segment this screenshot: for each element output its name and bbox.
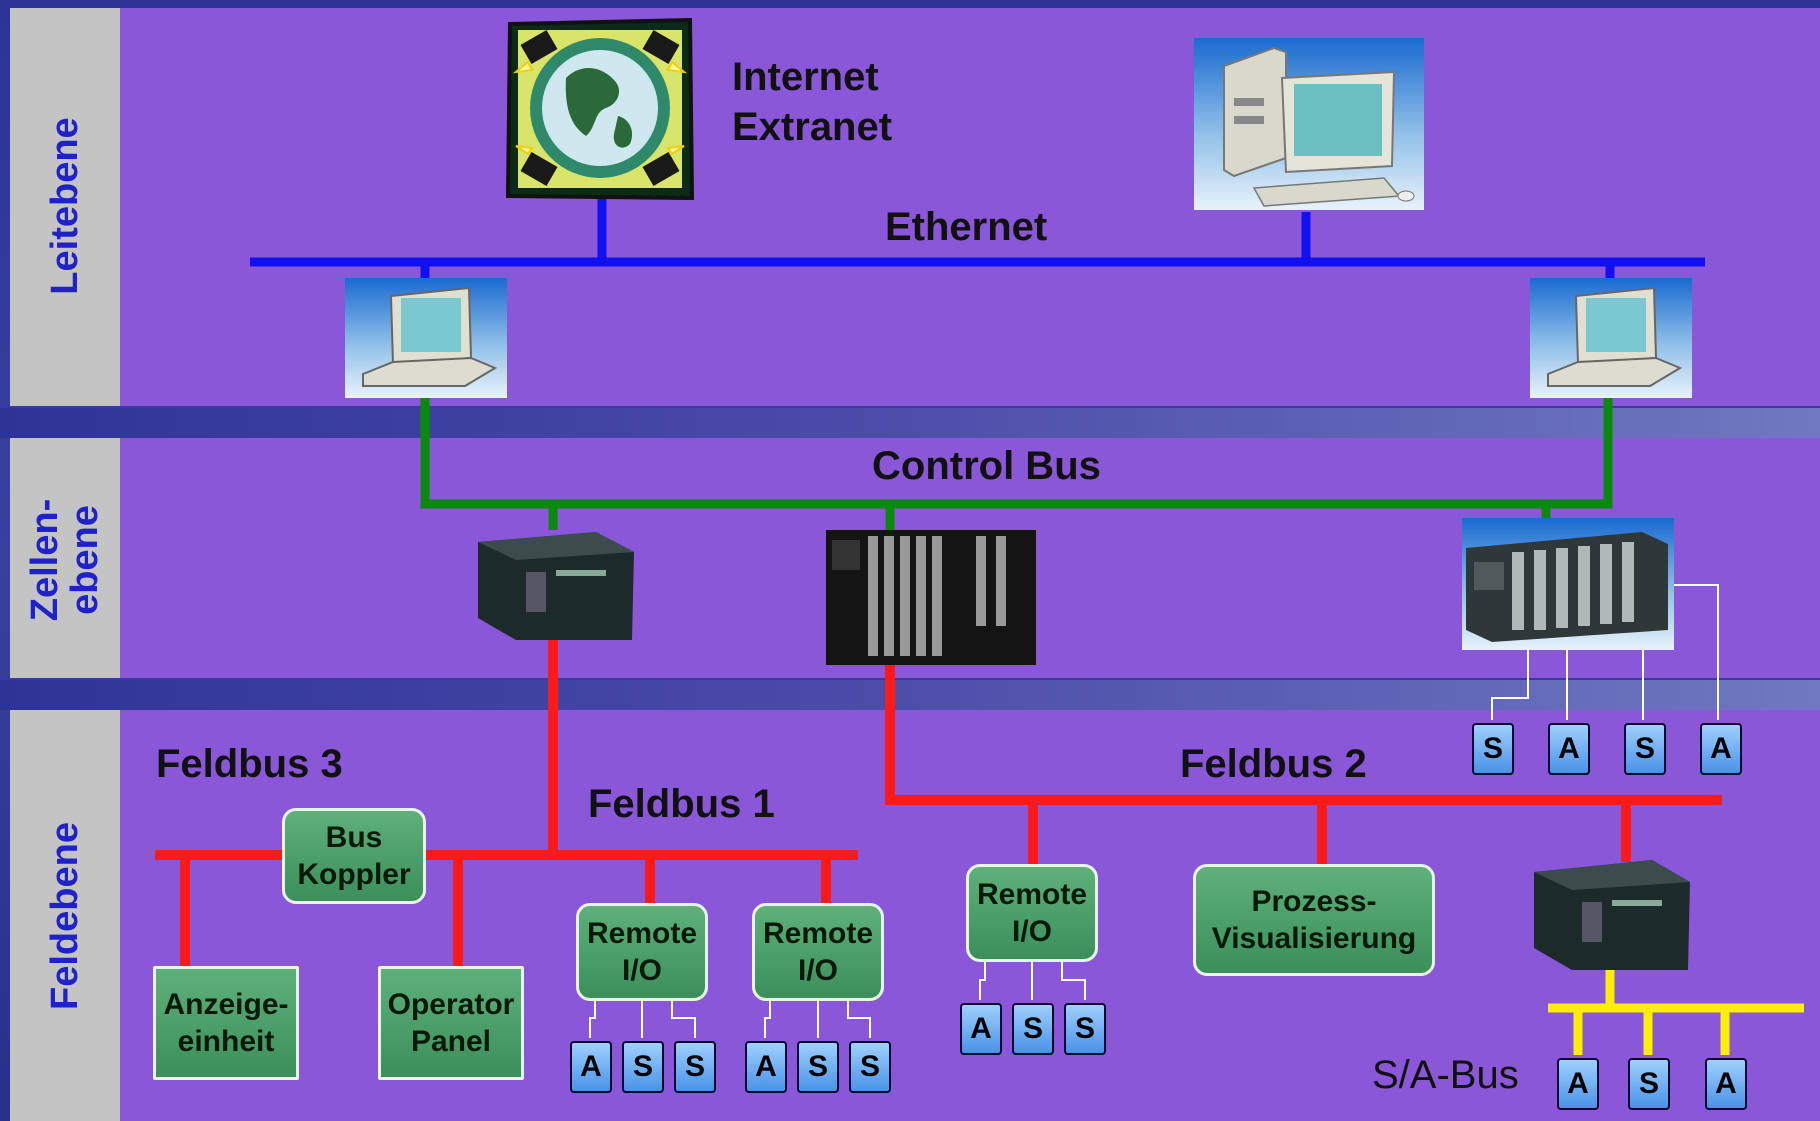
sa-box: S	[1012, 1003, 1054, 1055]
control-bus-line	[420, 398, 1613, 509]
plc-icon	[1532, 850, 1692, 972]
remote-io-box-3: Remote I/O	[966, 864, 1098, 962]
laptop-icon	[345, 278, 507, 398]
box-line: Panel	[410, 1025, 492, 1058]
operator-panel-box: Operator Panel	[378, 966, 524, 1080]
band-separator	[0, 680, 1820, 710]
laptop-icon	[1530, 278, 1692, 398]
sa-box: S	[1472, 723, 1514, 775]
sa-box: S	[797, 1041, 839, 1093]
sa-box: A	[1548, 723, 1590, 775]
feldbus-2-label: Feldbus 2	[1180, 742, 1367, 786]
sa-box: S	[1628, 1058, 1670, 1110]
sa-box: S	[622, 1041, 664, 1093]
box-line: Operator	[387, 988, 515, 1021]
desktop-computer-icon	[1194, 38, 1424, 210]
box-line: Bus	[325, 821, 383, 854]
box-line: Prozess-	[1251, 885, 1377, 918]
sa-bus-label: S/A-Bus	[1372, 1053, 1519, 1097]
feldebene-level-box	[10, 710, 120, 1121]
box-line: I/O	[621, 954, 662, 987]
sa-box: A	[1705, 1058, 1747, 1110]
box-line: Remote	[976, 878, 1088, 911]
zellenebene-level-box	[10, 438, 120, 678]
sa-wiring	[589, 584, 1719, 1038]
sa-box: A	[570, 1041, 612, 1093]
remote-io-box-2: Remote I/O	[752, 903, 884, 1001]
internet-label-line1: Internet	[732, 55, 879, 99]
band-separator	[0, 408, 1820, 438]
sa-box: A	[1557, 1058, 1599, 1110]
sa-box: S	[1624, 723, 1666, 775]
box-line: Remote	[762, 917, 874, 950]
feldbus-3-label: Feldbus 3	[156, 742, 343, 786]
rack-plc-icon	[826, 530, 1036, 665]
internet-label-line2: Extranet	[732, 105, 893, 149]
prozess-visualisierung-box: Prozess- Visualisierung	[1193, 864, 1435, 976]
feldbus-2-line	[885, 665, 1722, 805]
plc-icon	[476, 522, 636, 642]
box-line: I/O	[797, 954, 838, 987]
control-bus-label: Control Bus	[872, 444, 1101, 488]
box-line: Remote	[586, 917, 698, 950]
box-line: einheit	[177, 1025, 275, 1058]
anzeigeeinheit-box: Anzeige- einheit	[153, 966, 299, 1080]
feldbus-1-label: Feldbus 1	[588, 782, 775, 826]
rack-plc-icon	[1462, 518, 1674, 650]
sa-box: S	[674, 1041, 716, 1093]
box-line: Anzeige-	[163, 988, 289, 1021]
sa-box: A	[745, 1041, 787, 1093]
ethernet-label: Ethernet	[885, 205, 1048, 249]
sa-box: S	[849, 1041, 891, 1093]
sa-box: A	[960, 1003, 1002, 1055]
box-line: Visualisierung	[1211, 922, 1417, 955]
sa-box: A	[1700, 723, 1742, 775]
sa-box: S	[1064, 1003, 1106, 1055]
box-line: Koppler	[297, 858, 411, 891]
internet-label: Internet Extranet	[732, 52, 892, 152]
remote-io-box-1: Remote I/O	[576, 903, 708, 1001]
box-line: I/O	[1011, 915, 1052, 948]
globe-icon	[505, 17, 695, 201]
bus-koppler-box: Bus Koppler	[282, 808, 426, 904]
leitebene-level-box	[10, 8, 120, 406]
